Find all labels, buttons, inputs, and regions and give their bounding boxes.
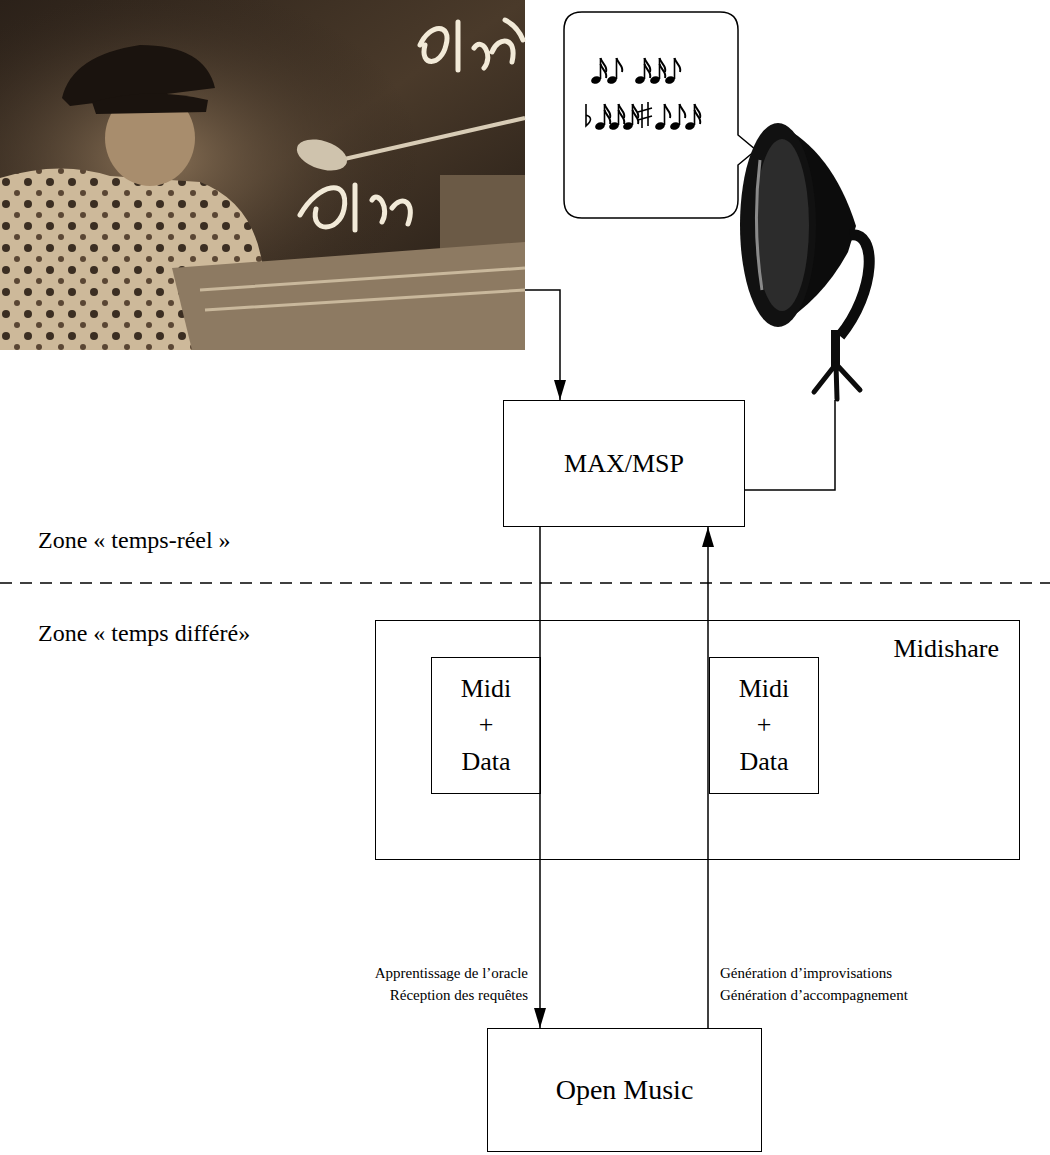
music-note [608, 104, 624, 131]
flat-sign [586, 104, 591, 126]
music-note [649, 58, 665, 85]
music-note [654, 104, 670, 131]
data-box: Midi + Data [709, 657, 819, 794]
music-note [590, 58, 606, 85]
zone-divider [0, 582, 1050, 584]
horn-throat [755, 139, 809, 311]
horn-highlight [756, 160, 762, 290]
box-label: Midishare [894, 633, 999, 664]
music-note [684, 104, 700, 131]
music-note [622, 104, 638, 131]
horn-bell [740, 123, 816, 327]
flow-note: Génération d’accompagnement [720, 986, 908, 1004]
input-arrow [525, 290, 560, 400]
flow-note: Génération d’improvisations [720, 964, 892, 982]
box-label: MAX/MSP [564, 448, 684, 479]
zone-label: Zone « temps différé» [38, 619, 250, 648]
flow-note: Réception des requêtes [390, 986, 528, 1004]
photo-ground [0, 0, 525, 350]
music-note [606, 58, 622, 85]
photo-light [0, 0, 525, 350]
neon-sign [300, 185, 410, 230]
horn-tripod [814, 364, 860, 399]
musician-photo [0, 0, 525, 350]
music-note [634, 58, 650, 85]
music-note [594, 104, 610, 131]
box-label: Open Music [556, 1073, 694, 1107]
zone-label: Zone « temps-réel » [38, 526, 231, 555]
microphone [293, 134, 351, 177]
speech-bubble [564, 12, 756, 218]
process-box: Open Music [487, 1028, 762, 1152]
data-box: Midi + Data [431, 657, 541, 794]
horn-tube [840, 235, 869, 336]
flow-note: Apprentissage de l’oracle [375, 964, 528, 982]
output-wire [745, 400, 835, 490]
keyboard-keys [200, 268, 525, 310]
process-box: MAX/MSP [503, 400, 745, 527]
amplifier [440, 175, 525, 250]
box-label: Midi + Data [461, 671, 512, 780]
music-note [669, 104, 685, 131]
gramophone-horn [740, 123, 869, 399]
group-box: MidishareMidi + Data Midi + Data [375, 620, 1020, 860]
microphone-stand [340, 118, 525, 160]
neon-sign [420, 20, 523, 70]
hat-brim [92, 93, 208, 114]
bubble-outline [564, 12, 756, 218]
box-label: Midi + Data [739, 671, 790, 780]
keyboard [172, 242, 525, 350]
music-note [664, 58, 680, 85]
sharp-sign [638, 102, 652, 128]
